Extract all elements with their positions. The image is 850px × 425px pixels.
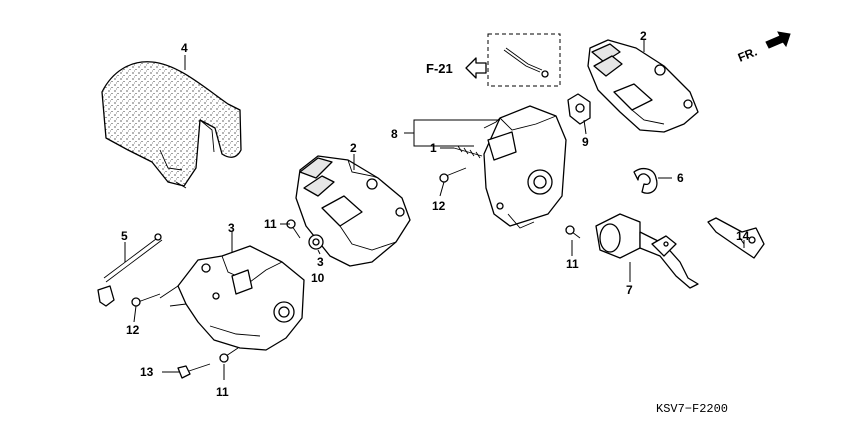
ref-arrow-icon xyxy=(465,57,487,79)
callout-11a: 11 xyxy=(264,217,277,231)
callout-2a: 2 xyxy=(350,141,357,155)
diagram-code: KSV7−F2200 xyxy=(656,402,728,416)
callout-12b: 12 xyxy=(432,199,446,213)
direction-arrow-icon xyxy=(765,31,791,49)
callout-13: 13 xyxy=(140,365,154,379)
callout-4: 4 xyxy=(181,41,188,55)
callout-6: 6 xyxy=(677,171,684,185)
screw-12-right xyxy=(439,167,467,183)
callout-1: 1 xyxy=(430,141,437,155)
callout-11b: 11 xyxy=(216,385,229,399)
clip-part xyxy=(567,93,591,125)
callout-8: 8 xyxy=(391,127,398,141)
callout-3b: 3 xyxy=(317,255,324,269)
callout-12a: 12 xyxy=(126,323,140,337)
callout-9: 9 xyxy=(582,135,589,149)
spring-pin-part xyxy=(453,145,483,159)
actuator-part-middle xyxy=(295,155,411,267)
key-cylinder-part xyxy=(595,213,699,289)
callout-14: 14 xyxy=(736,229,750,243)
column-cover-part xyxy=(101,61,242,189)
reference-box xyxy=(487,33,561,87)
switch-bracket-part xyxy=(483,105,567,229)
actuator-part-right xyxy=(587,39,699,133)
callout-10: 10 xyxy=(311,271,325,285)
callout-7: 7 xyxy=(626,283,633,297)
direction-label: FR. xyxy=(736,45,759,65)
callout-2b: 2 xyxy=(640,29,647,43)
retainer-clip-part xyxy=(633,167,658,194)
lower-bracket-part xyxy=(159,245,305,351)
callout-3a: 3 xyxy=(228,221,235,235)
key-part xyxy=(707,217,765,259)
grommet-part xyxy=(308,234,324,250)
reference-label: F-21 xyxy=(426,61,453,76)
callout-11c: 11 xyxy=(566,257,579,271)
screw-12-left xyxy=(131,293,161,307)
rod-part xyxy=(97,233,163,307)
leader-lines xyxy=(124,40,745,380)
bolt-13 xyxy=(177,363,211,379)
screw-11-right xyxy=(565,225,581,239)
screw-11-lower xyxy=(219,347,239,363)
screw-11-upper xyxy=(286,219,301,239)
callout-5: 5 xyxy=(121,229,128,243)
